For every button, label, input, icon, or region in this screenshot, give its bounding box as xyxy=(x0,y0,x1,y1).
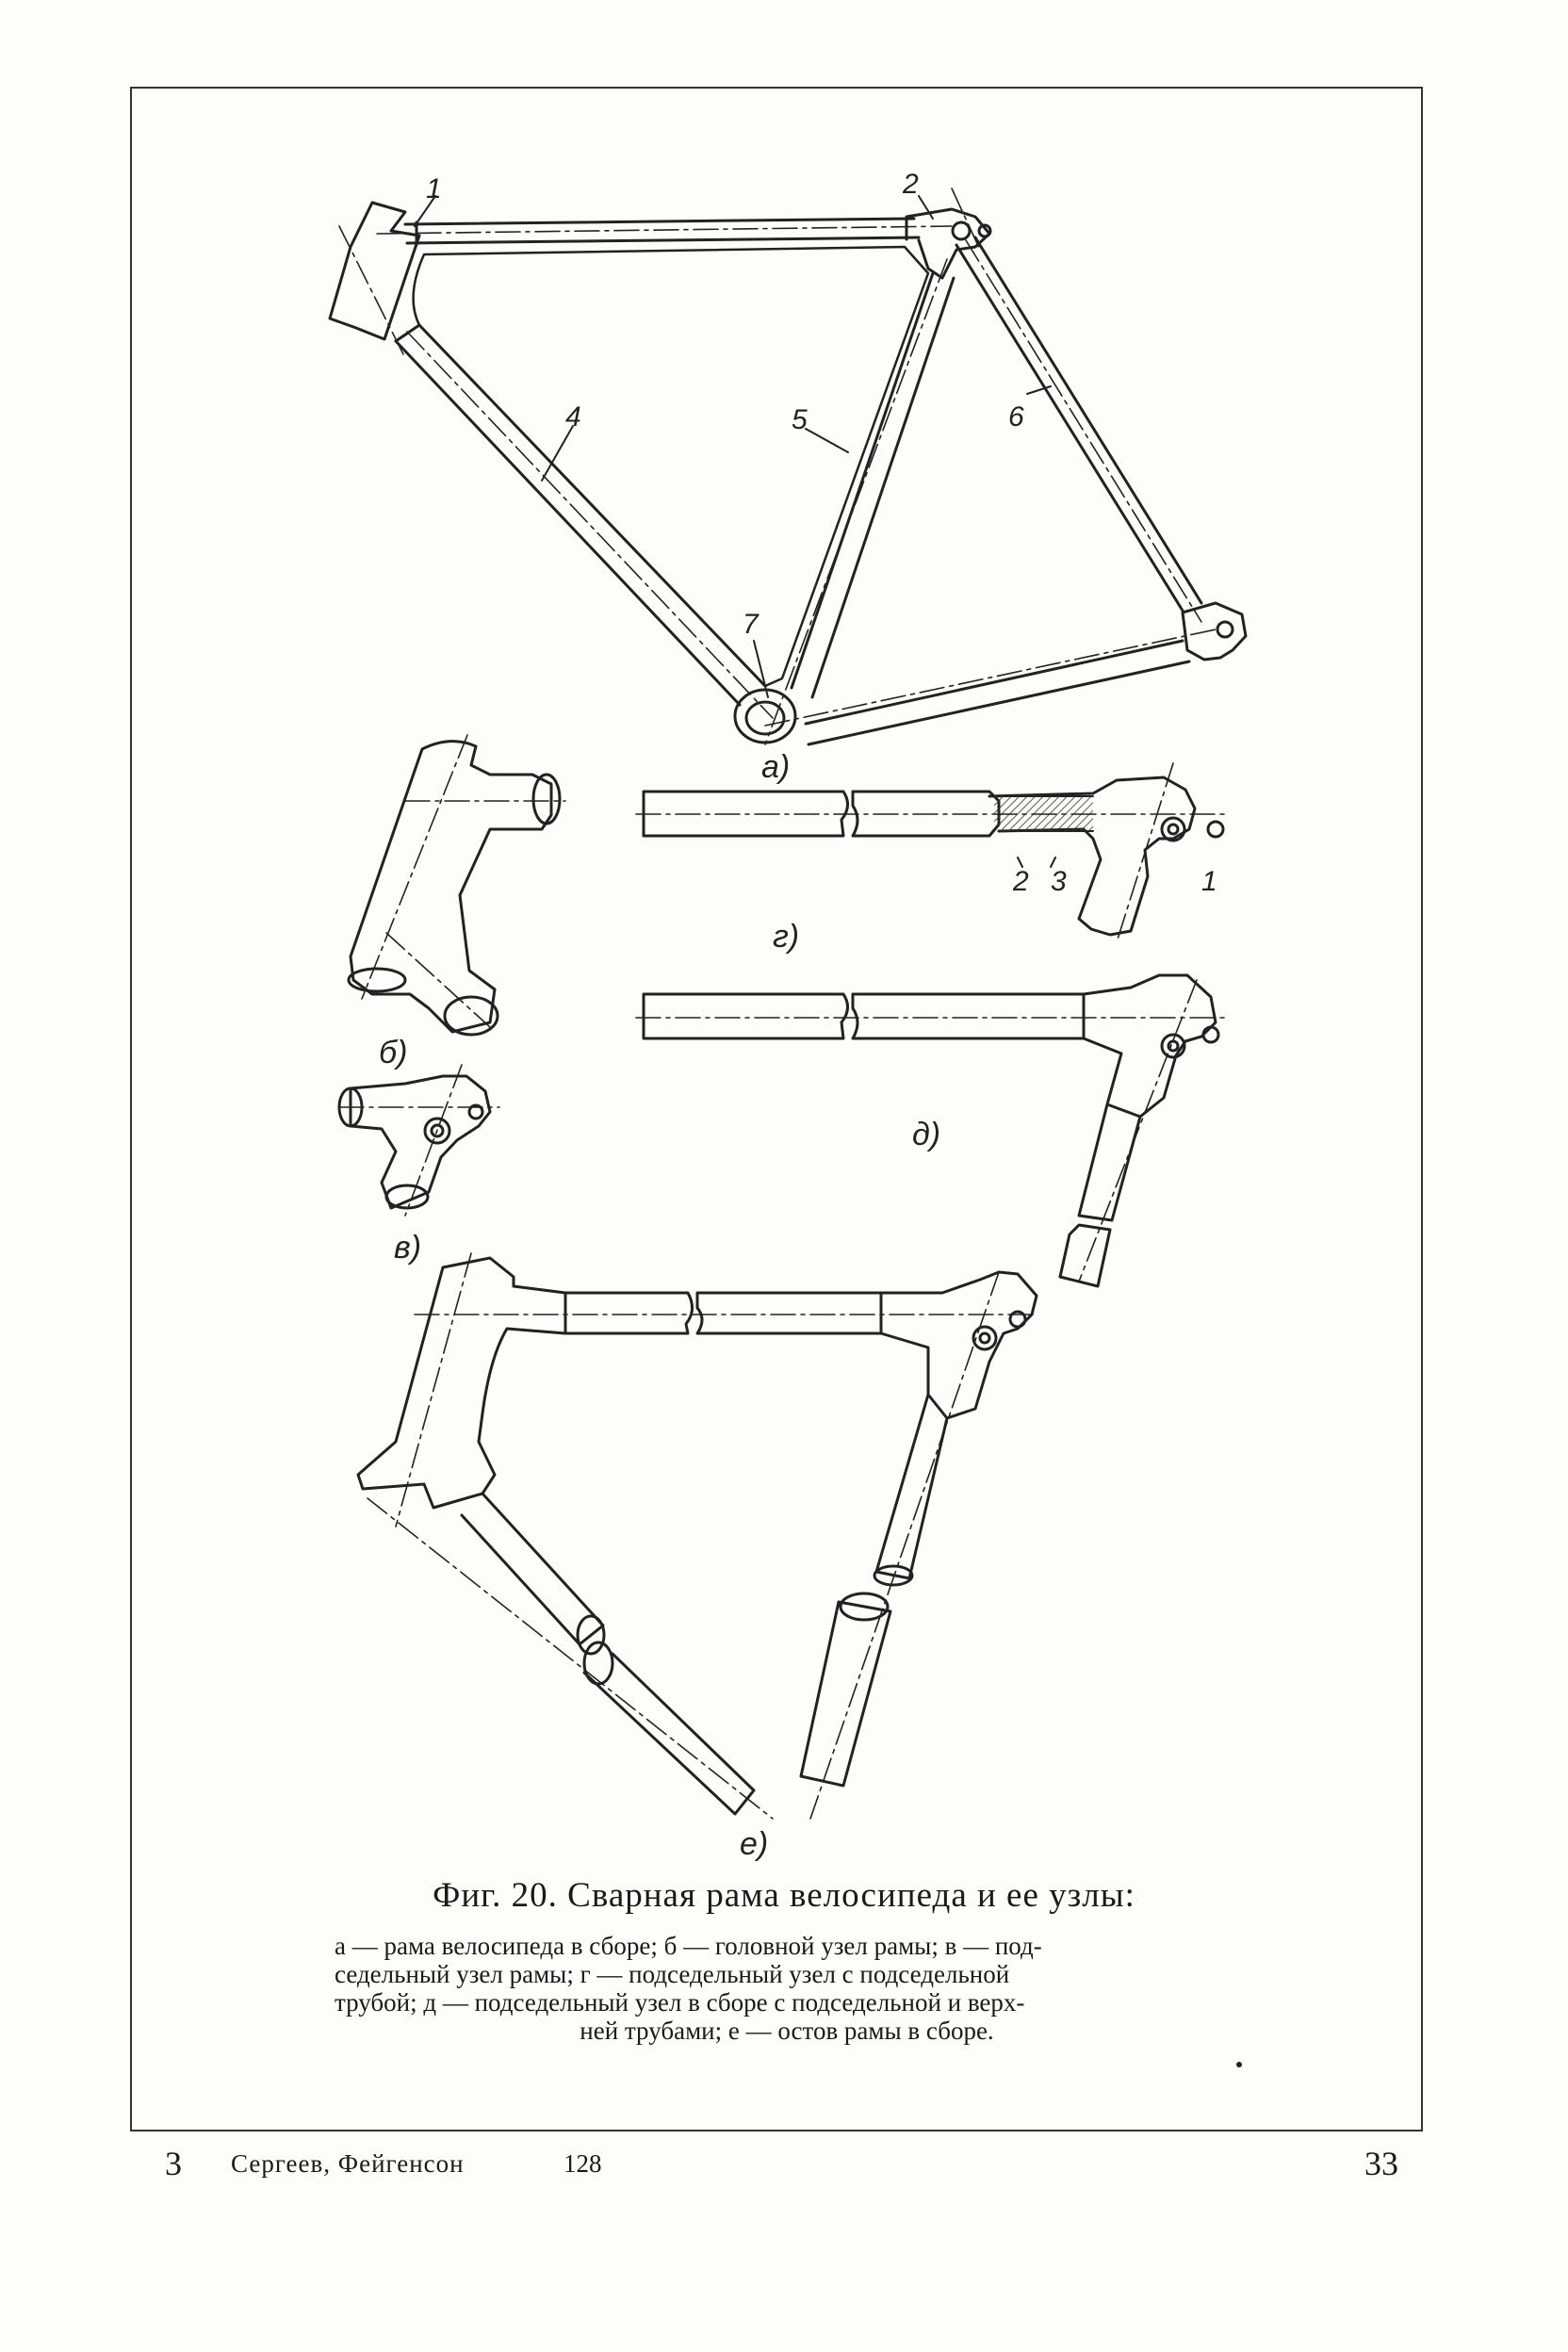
caption-text: а — рама велосипеда в сборе; б — головно… xyxy=(335,1932,1239,2045)
subfigure-label-e: е) xyxy=(740,1826,768,1862)
head-lug-detail xyxy=(347,734,566,1037)
part-label-1: 1 xyxy=(426,173,442,204)
seat-tube xyxy=(790,271,956,699)
print-number: 128 xyxy=(564,2149,602,2178)
chain-stay xyxy=(804,639,1191,746)
subfigure-label-b: б) xyxy=(379,1035,407,1070)
ink-speck xyxy=(1236,2062,1242,2067)
part-label-6: 6 xyxy=(1008,401,1024,433)
footer-authors: Сергеев, Фейгенсон xyxy=(231,2149,465,2178)
part-label-5: 5 xyxy=(792,404,808,435)
head-lug xyxy=(328,201,421,341)
seat-stay xyxy=(955,236,1203,612)
rear-dropout xyxy=(1181,601,1248,662)
page-number: 33 xyxy=(1364,2145,1398,2182)
subfigure-label-d: д) xyxy=(912,1117,940,1152)
detail-label-1: 1 xyxy=(1201,866,1217,897)
detail-label-3: 3 xyxy=(1051,866,1067,897)
signature-mark: 3 xyxy=(165,2145,182,2182)
caption-line: ней трубами; е — остов рамы в сборе. xyxy=(580,2017,994,2045)
caption-line: трубой; д — подседельный узел в сборе с … xyxy=(335,1988,1025,2017)
caption-line: а — рама велосипеда в сборе; б — головно… xyxy=(335,1932,1042,1960)
seat-lug-assembly xyxy=(635,973,1226,1288)
subfigure-label-v: в) xyxy=(394,1230,421,1266)
seat-lug-with-tube xyxy=(635,762,1226,943)
frame-skeleton xyxy=(356,1252,1038,1820)
figure-frame xyxy=(130,87,1423,2132)
subfigure-label-a: а) xyxy=(761,749,790,785)
part-label-4: 4 xyxy=(565,401,581,433)
part-label-2: 2 xyxy=(902,169,919,200)
seat-lug-detail xyxy=(337,1064,500,1217)
caption-line: седельный узел рамы; г — подседельный уз… xyxy=(335,1960,1010,1988)
part-label-7: 7 xyxy=(743,609,760,640)
subfigure-label-g: г) xyxy=(773,919,799,955)
caption-title: Фиг. 20. Сварная рама велосипеда и ее уз… xyxy=(433,1876,1135,1915)
detail-label-2: 2 xyxy=(1012,866,1029,897)
seat-lug xyxy=(905,207,991,280)
top-tube xyxy=(403,217,921,245)
